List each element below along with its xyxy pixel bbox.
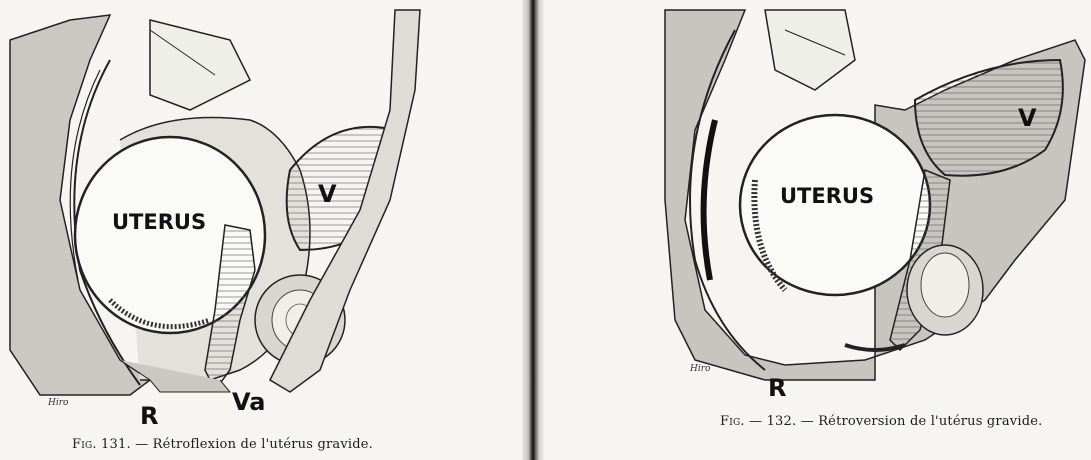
right-uterus-label: UTERUS — [780, 184, 874, 208]
left-caption-fig-abbr: Fig. — [72, 437, 97, 452]
left-caption-text: 131. — Rétroflexion de l'utérus gravide. — [101, 437, 373, 452]
right-bladder-label: V — [1018, 104, 1037, 132]
left-bladder-label: V — [318, 180, 337, 208]
right-caption-text: — 132. — Rétroversion de l'utérus gravid… — [749, 414, 1042, 429]
right-rectum-label: R — [768, 374, 786, 402]
left-rectum-label: R — [140, 402, 158, 430]
left-vagina-label: Va — [232, 388, 265, 416]
figure-131-illustration — [0, 0, 530, 420]
left-figure-caption: Fig. 131. — Rétroflexion de l'utérus gra… — [72, 437, 373, 452]
left-uterus-label: UTERUS — [112, 210, 206, 234]
right-figure-caption: Fig. — 132. — Rétroversion de l'utérus g… — [720, 414, 1042, 429]
figure-132-illustration — [545, 0, 1091, 420]
right-caption-fig-abbr: Fig. — [720, 414, 745, 429]
left-artist-signature: Hiro — [48, 398, 68, 408]
right-artist-signature: Hiro — [690, 364, 710, 374]
